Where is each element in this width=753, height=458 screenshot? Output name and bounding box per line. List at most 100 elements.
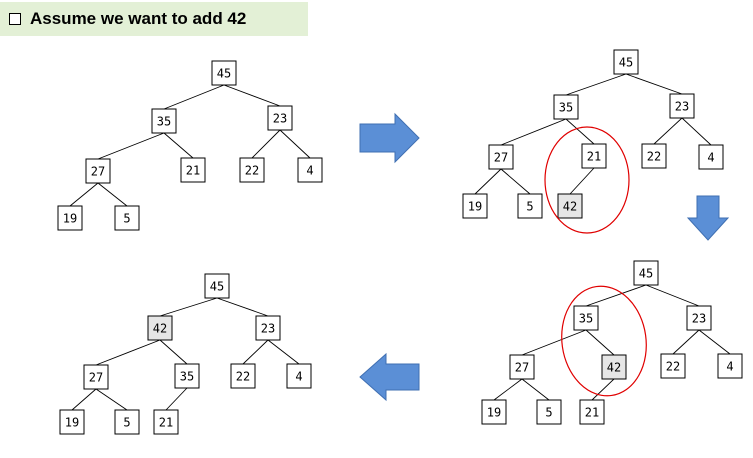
tree-node: 4 <box>286 363 312 389</box>
node-box <box>153 409 179 435</box>
node-box <box>633 260 659 286</box>
node-value: 35 <box>180 370 194 384</box>
node-value: 23 <box>261 322 275 336</box>
node-box <box>579 399 605 425</box>
node-value: 4 <box>707 151 714 165</box>
tree-edge <box>95 388 128 411</box>
tree-node: 35 <box>553 94 579 120</box>
node-value: 4 <box>295 370 302 384</box>
node-value: 45 <box>619 56 633 70</box>
tree-node: 45 <box>211 60 237 86</box>
tree-node: 45 <box>633 260 659 286</box>
tree-edge <box>251 129 281 159</box>
node-box <box>462 193 488 219</box>
node-box <box>488 144 514 170</box>
node-box <box>85 158 111 184</box>
tree-edge <box>223 84 281 107</box>
tree-node: 45 <box>204 273 230 299</box>
swap-highlight-circle <box>544 126 630 234</box>
node-value: 4 <box>726 360 733 374</box>
node-value: 45 <box>217 67 231 81</box>
tree-edge <box>279 129 311 159</box>
tree-edge <box>521 329 587 356</box>
tree-node: 45 <box>613 49 639 75</box>
node-box <box>557 193 583 219</box>
node-value: 42 <box>563 200 577 214</box>
node-value: 45 <box>210 280 224 294</box>
tree-node: 4 <box>698 144 724 170</box>
node-value: 42 <box>607 361 621 375</box>
node-box <box>573 305 599 331</box>
highlighted-tree-node: 42 <box>601 354 627 380</box>
node-box <box>601 354 627 380</box>
arrow-down-icon <box>686 195 730 241</box>
node-box <box>204 273 230 299</box>
node-value: 22 <box>647 150 661 164</box>
title-bar: Assume we want to add 42 <box>0 2 308 36</box>
node-box <box>83 364 109 390</box>
node-box <box>174 363 200 389</box>
tree-edge <box>500 118 567 146</box>
tree-edge <box>585 284 647 307</box>
tree-edge <box>159 297 218 317</box>
tree-node: 21 <box>180 157 206 183</box>
heap-tree-swap1: 45 35 23 27 42 22 4 19 5 21 <box>481 260 743 425</box>
node-value: 27 <box>89 371 103 385</box>
node-box <box>481 399 507 425</box>
swap-highlight-circle <box>561 285 647 397</box>
tree-node: 22 <box>660 353 686 379</box>
tree-edge <box>474 168 502 195</box>
node-box <box>211 60 237 86</box>
node-value: 5 <box>545 406 552 420</box>
node-box <box>717 353 743 379</box>
checkbox-bullet-icon <box>9 13 21 25</box>
tree-edge <box>591 378 615 401</box>
tree-node: 23 <box>255 315 281 341</box>
node-value: 27 <box>494 151 508 165</box>
tree-edge <box>97 182 128 207</box>
node-value: 5 <box>123 212 130 226</box>
node-box <box>239 157 265 183</box>
node-value: 19 <box>468 200 482 214</box>
node-box <box>230 363 256 389</box>
node-value: 19 <box>487 406 501 420</box>
tree-node: 27 <box>509 354 535 380</box>
tree-node: 19 <box>481 399 507 425</box>
node-value: 22 <box>245 164 259 178</box>
tree-edge <box>645 284 700 307</box>
tree-node: 5 <box>114 205 140 231</box>
tree-node: 4 <box>297 157 323 183</box>
tree-node: 23 <box>686 305 712 331</box>
tree-edge <box>216 297 269 317</box>
node-box <box>613 49 639 75</box>
node-box <box>57 205 83 231</box>
tree-node: 27 <box>85 158 111 184</box>
tree-node: 22 <box>641 143 667 169</box>
tree-edge <box>569 167 595 195</box>
tree-node: 35 <box>573 305 599 331</box>
node-value: 22 <box>236 370 250 384</box>
tree-edge <box>165 387 188 411</box>
tree-node: 22 <box>239 157 265 183</box>
node-value: 21 <box>585 406 599 420</box>
highlighted-tree-node: 42 <box>147 315 173 341</box>
tree-node: 27 <box>488 144 514 170</box>
node-box <box>286 363 312 389</box>
arrow-right-icon <box>359 112 420 164</box>
tree-edge <box>69 182 99 207</box>
node-value: 35 <box>157 115 171 129</box>
node-box <box>669 93 695 119</box>
tree-edge <box>97 132 165 160</box>
tree-node: 35 <box>174 363 200 389</box>
node-value: 5 <box>123 416 130 430</box>
tree-node: 5 <box>536 399 562 425</box>
tree-edge <box>95 339 161 366</box>
tree-node: 5 <box>114 409 140 435</box>
tree-node: 35 <box>151 108 177 134</box>
tree-edge <box>493 378 523 401</box>
node-value: 27 <box>515 361 529 375</box>
tree-edge <box>681 117 712 146</box>
